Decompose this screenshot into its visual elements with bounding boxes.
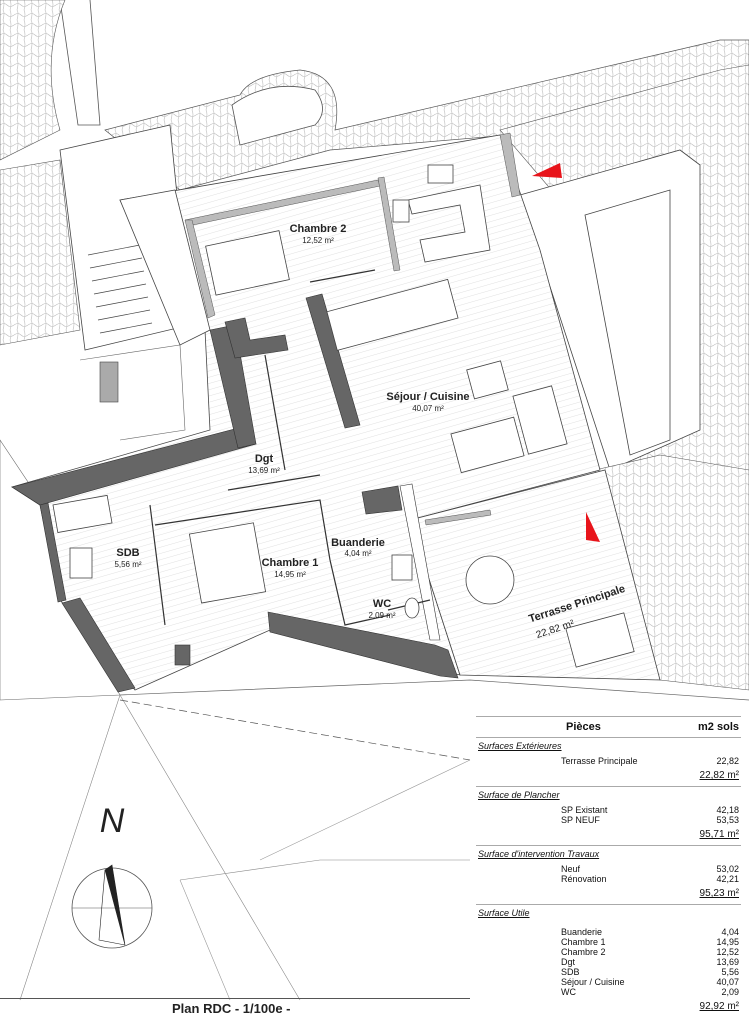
header-m2: m2 sols xyxy=(698,721,739,733)
partitions xyxy=(149,269,431,626)
room-name: SDB xyxy=(116,547,139,559)
plan-title: Plan RDC - 1/100e - xyxy=(172,1001,291,1016)
room-area: 40,07 m² xyxy=(412,404,444,413)
section-total: 95,71 m² xyxy=(699,829,739,840)
room-name: Séjour / Cuisine xyxy=(386,391,469,403)
section-title: Surface de Plancher xyxy=(478,790,560,800)
header-pieces: Pièces xyxy=(566,721,601,733)
north-arrow-icon xyxy=(104,864,126,946)
title-divider xyxy=(0,998,470,999)
section-total: 22,82 m² xyxy=(699,770,739,781)
room-area: 4,04 m² xyxy=(344,549,371,558)
section-title: Surface Utile xyxy=(478,908,530,918)
north-label: N xyxy=(100,802,125,840)
table-section: Surfaces Extérieures Terrasse Principale… xyxy=(476,737,741,784)
sofa xyxy=(450,416,525,474)
room-name: WC xyxy=(373,598,391,610)
sink xyxy=(427,164,454,184)
walls xyxy=(11,293,459,693)
north-arrow: N xyxy=(71,802,153,949)
dining-table xyxy=(326,278,459,351)
armchair xyxy=(466,360,509,400)
kitchen-counter xyxy=(407,184,491,263)
room-name: Chambre 1 xyxy=(262,557,319,569)
view-marker-icon xyxy=(586,512,600,542)
round-table xyxy=(465,555,515,605)
bed-chambre-2 xyxy=(205,230,290,296)
washbasin xyxy=(69,547,93,579)
view-marker-icon xyxy=(532,163,562,178)
room-area: 5,56 m² xyxy=(114,560,141,569)
section-total: 92,92 m² xyxy=(699,1001,739,1012)
table-header: Pièces m2 sols xyxy=(476,716,741,735)
section-title: Surface d'intervention Travaux xyxy=(478,849,600,859)
surface-table: Pièces m2 sols Surfaces Extérieures Terr… xyxy=(476,716,741,1015)
section-title: Surfaces Extérieures xyxy=(478,741,562,751)
sofa-2 xyxy=(512,385,568,455)
room-area: 2,09 m² xyxy=(368,611,395,620)
room-area: 13,69 m² xyxy=(248,466,280,475)
room-area: 12,52 m² xyxy=(302,236,334,245)
light-walls xyxy=(184,132,521,526)
cooktop xyxy=(392,199,410,223)
toilet xyxy=(404,597,420,619)
lounger xyxy=(565,612,635,668)
section-total: 95,23 m² xyxy=(699,888,739,899)
bed-chambre-1 xyxy=(188,522,267,604)
room-area: 14,95 m² xyxy=(274,570,306,579)
room-name: Chambre 2 xyxy=(290,223,347,235)
room-name: Dgt xyxy=(255,453,274,465)
bathtub xyxy=(52,494,113,533)
furniture xyxy=(52,164,635,668)
washing-machine xyxy=(391,554,413,581)
room-name: Buanderie xyxy=(331,537,385,549)
